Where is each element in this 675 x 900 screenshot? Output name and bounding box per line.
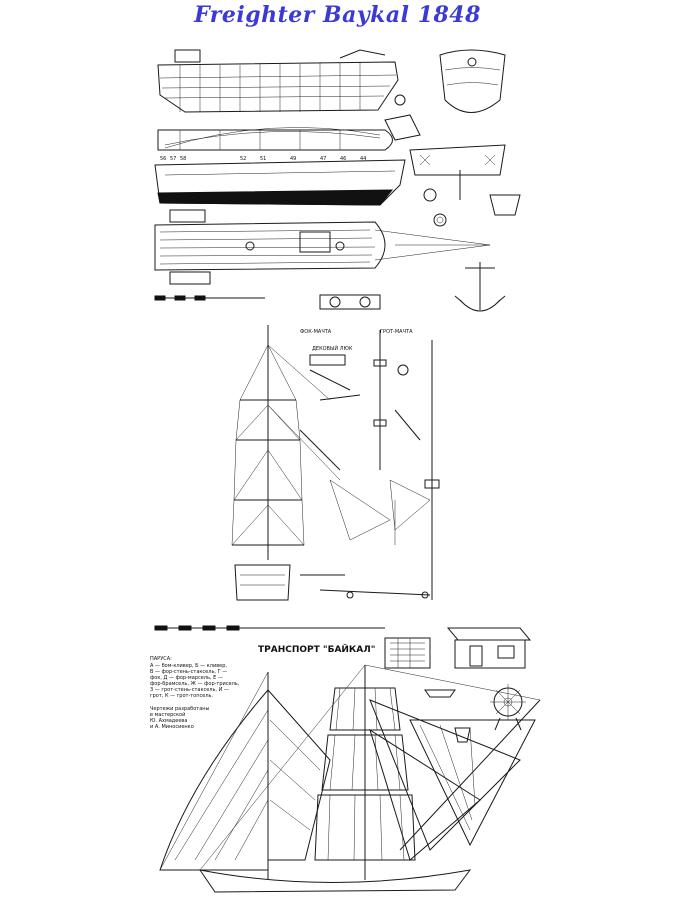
drawing-title: Freighter Baykal 1848	[194, 2, 481, 28]
svg-text:52: 52	[240, 156, 246, 162]
legend-line: фок, Д — фор-марсель, Е —	[150, 675, 223, 681]
transom-detail	[409, 144, 506, 200]
deck-plan	[154, 209, 491, 285]
main-mast-detail	[373, 330, 440, 600]
credit-line: в мастерской	[150, 711, 185, 718]
rigging-labels: ФОК-МАЧТА ГРОТ-МАЧТА ДЕКОВЫЙ ЛЮК	[300, 329, 413, 352]
ship-caption: ТРАНСПОРТ "БАЙКАЛ"	[258, 643, 375, 655]
capstan-detail	[384, 94, 421, 141]
legend-line: А — бом-кливер, Б — кливер,	[150, 663, 227, 669]
legend-heading: ПАРУСА:	[150, 656, 172, 662]
svg-text:47: 47	[320, 156, 326, 162]
credit-line: Чертежи разработаны	[150, 706, 210, 712]
deck-hatch-label: ДЕКОВЫЙ ЛЮК	[312, 345, 353, 352]
fore-mast-rigging	[231, 325, 341, 560]
scale-bar	[154, 295, 265, 301]
deckhouse-detail	[446, 627, 532, 669]
legend-line: фор-брамсель, Ж — фор-трисель,	[150, 681, 240, 687]
svg-text:51: 51	[260, 156, 266, 162]
stern-view	[439, 49, 506, 113]
fitting-details	[423, 188, 521, 227]
svg-text:46: 46	[340, 156, 346, 162]
svg-text:49: 49	[290, 156, 296, 162]
drawing-credits: Чертежи разработаны в мастерской Ю. Ахма…	[150, 706, 210, 730]
main-mast-label: ГРОТ-МАЧТА	[380, 329, 413, 335]
legend-line: З — грот-стень-стаксель, И —	[150, 687, 229, 693]
bell-and-boat-details	[424, 689, 471, 743]
sail-plan-scale-bar	[154, 625, 385, 631]
fore-mast-label: ФОК-МАЧТА	[300, 329, 332, 335]
sail-legend: ПАРУСА: А — бом-кливер, Б — кливер, В — …	[150, 656, 240, 699]
svg-text:57: 57	[170, 156, 176, 162]
hatch-grating-detail	[384, 637, 431, 669]
legend-line: В — фор-стень-стаксель, Г —	[150, 669, 227, 675]
svg-text:44: 44	[360, 156, 366, 162]
sail-plan	[159, 664, 541, 893]
svg-text:56: 56	[160, 156, 166, 162]
credit-line: Ю. Ахмадеева	[150, 718, 187, 724]
anchor-detail	[454, 262, 506, 312]
hull-half-breadth-plan	[157, 127, 393, 151]
credit-line: и А. Миносиенко	[150, 724, 194, 730]
windlass-detail	[319, 294, 381, 310]
hull-outboard-profile: 56 57 58 52 51 49 47 46 44	[154, 156, 406, 206]
legend-line: грот, К — грот-топсель.	[150, 693, 213, 699]
yard-and-block-details	[234, 354, 431, 601]
ships-wheel-detail	[490, 684, 526, 731]
hull-side-profile	[157, 49, 399, 113]
svg-text:58: 58	[180, 156, 186, 162]
